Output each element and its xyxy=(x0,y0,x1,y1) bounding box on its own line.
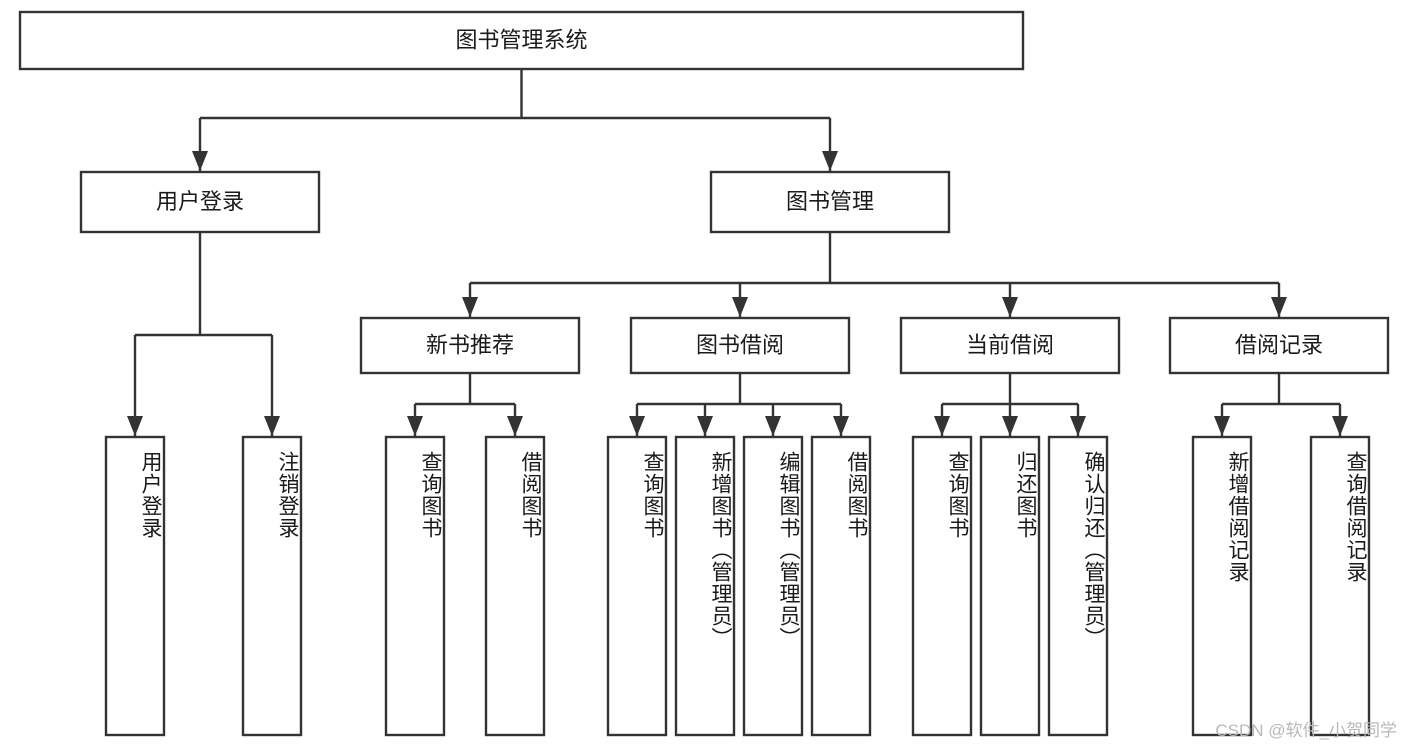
node-label: 用户登录 xyxy=(156,189,244,214)
node-leaf-leaf-query-book-3[interactable] xyxy=(911,435,973,737)
arrow-head-icon xyxy=(822,151,838,171)
node-label: 新书推荐 xyxy=(426,332,514,357)
node-leaf-leaf-borrow-book-2[interactable] xyxy=(810,435,872,737)
node-leaf-leaf-return-book[interactable] xyxy=(979,435,1041,737)
watermark: CSDN @软件_小贺同学 xyxy=(1215,721,1397,740)
arrow-head-icon xyxy=(1214,416,1230,436)
node-leaf-leaf-borrow-book-1[interactable] xyxy=(484,435,546,737)
node-box xyxy=(1168,316,1390,375)
node-leaf-leaf-user-login[interactable] xyxy=(104,435,166,737)
arrow-head-icon xyxy=(1271,297,1287,317)
node-box xyxy=(979,435,1041,737)
arrow-head-icon xyxy=(934,416,950,436)
node-leaf-leaf-user-logout[interactable] xyxy=(241,435,303,737)
node-box xyxy=(104,435,166,737)
node-box xyxy=(384,435,446,737)
node-label: 当前借阅 xyxy=(966,332,1054,357)
arrow-head-icon xyxy=(629,416,645,436)
arrow-head-icon xyxy=(765,416,781,436)
node-root-root[interactable]: 图书管理系统 xyxy=(18,10,1025,71)
connector-layer xyxy=(127,69,1348,436)
arrow-head-icon xyxy=(1070,416,1086,436)
node-level3-book-borrow[interactable]: 图书借阅 xyxy=(629,316,851,375)
node-level3-new-book-rec[interactable]: 新书推荐 xyxy=(359,316,581,375)
node-label: 图书管理系统 xyxy=(455,27,587,52)
arrow-head-icon xyxy=(1002,297,1018,317)
arrow-head-icon xyxy=(697,416,713,436)
arrow-head-icon xyxy=(1332,416,1348,436)
node-label: 图书借阅 xyxy=(696,332,784,357)
node-leaf-leaf-add-book[interactable] xyxy=(674,435,736,737)
node-box xyxy=(742,435,804,737)
node-box xyxy=(674,435,736,737)
arrow-head-icon xyxy=(1002,416,1018,436)
node-box xyxy=(241,435,303,737)
node-leaf-leaf-query-book-1[interactable] xyxy=(384,435,446,737)
node-box xyxy=(359,316,581,375)
node-level3-current-borrow[interactable]: 当前借阅 xyxy=(899,316,1121,375)
arrow-head-icon xyxy=(127,416,143,436)
node-box xyxy=(911,435,973,737)
node-box xyxy=(1309,435,1371,737)
node-leaf-leaf-edit-book[interactable] xyxy=(742,435,804,737)
node-box xyxy=(899,316,1121,375)
node-label: 借阅记录 xyxy=(1235,332,1323,357)
arrow-head-icon xyxy=(462,297,478,317)
node-leaf-leaf-query-book-2[interactable] xyxy=(606,435,668,737)
node-box xyxy=(79,170,321,234)
node-box xyxy=(810,435,872,737)
node-leaf-leaf-confirm-return[interactable] xyxy=(1047,435,1109,737)
node-label: 图书管理 xyxy=(786,189,874,214)
node-level2-book-manage[interactable]: 图书管理 xyxy=(709,170,951,234)
arrow-head-icon xyxy=(192,151,208,171)
arrow-head-icon xyxy=(507,416,523,436)
node-box xyxy=(18,10,1025,71)
node-box xyxy=(1047,435,1109,737)
arrow-head-icon xyxy=(264,416,280,436)
node-box xyxy=(484,435,546,737)
arrow-head-icon xyxy=(732,297,748,317)
arrow-head-icon xyxy=(833,416,849,436)
node-box xyxy=(606,435,668,737)
node-level2-user-login[interactable]: 用户登录 xyxy=(79,170,321,234)
node-box xyxy=(629,316,851,375)
node-leaf-leaf-add-record[interactable] xyxy=(1191,435,1253,737)
node-box xyxy=(709,170,951,234)
node-box xyxy=(1191,435,1253,737)
node-level3-borrow-record[interactable]: 借阅记录 xyxy=(1168,316,1390,375)
node-leaf-leaf-query-record[interactable] xyxy=(1309,435,1371,737)
arrow-head-icon xyxy=(407,416,423,436)
